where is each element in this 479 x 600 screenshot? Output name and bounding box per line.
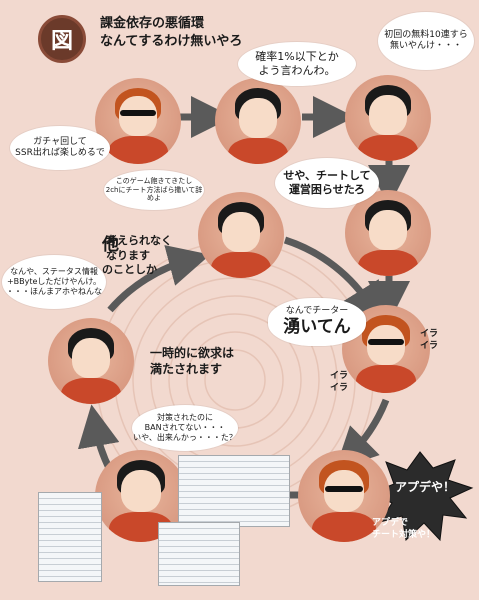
character-cheat-plan xyxy=(345,190,431,276)
character-satisfied xyxy=(48,318,134,404)
bubble-probability: 確率1%以下とか よう言わんわ。 xyxy=(238,42,356,86)
bubble-gacha: ガチャ回して SSR出れば楽しめるで xyxy=(10,126,110,170)
cycle-arc-left-top xyxy=(107,245,211,313)
bubble-cheater: なんでチーター 湧いてん xyxy=(268,298,366,346)
bubble-game-ripped: このゲーム飽きてきたし 2chにチート方法ばら撒いて辞めよ xyxy=(104,170,204,210)
update-fix-text: アプデで チート対策や！ xyxy=(372,518,436,540)
other-big-text: 他 xyxy=(102,234,119,255)
update-text: アプデや！ xyxy=(395,480,456,494)
pc-screen-left xyxy=(38,492,102,582)
satisfied-label: 一時的に欲求は 満たされます xyxy=(150,346,235,377)
character-update xyxy=(298,450,390,542)
badge-icon: 図 xyxy=(38,15,86,63)
bubble-cheat: せや、チートして 運営困らせたろ xyxy=(275,158,379,208)
cheater-small-text: なんでチーター xyxy=(285,305,349,316)
character-gacha xyxy=(95,78,181,164)
character-thinking xyxy=(198,192,284,278)
other-label: 他 のことしか xyxy=(102,212,157,278)
bubble-ban: 対策されたのに BANされてない・・・ いや、出来んかっ・・・た？ xyxy=(132,405,238,451)
explosion-burst-icon xyxy=(370,451,474,542)
other-rest-text: のことしか xyxy=(102,262,157,276)
bubble-free10: 初回の無料10連すら 無いやんけ・・・ xyxy=(378,12,474,70)
character-worried xyxy=(215,78,301,164)
pc-screen-center xyxy=(178,455,290,527)
pc-screen-bottom xyxy=(158,522,240,586)
ira-label-right: イラ イラ xyxy=(420,329,439,352)
cycle-arc-top-right xyxy=(283,236,384,326)
character-nofree xyxy=(345,75,431,161)
page-title: 課金依存の悪循環 なんてするわけ無いやろ xyxy=(100,16,243,49)
bubble-status-info: なんや、ステータス情報 +BByteしただけやんけ。 ・・・ほんまアホやねんな xyxy=(2,255,106,309)
cycle-arc-right-bottom xyxy=(335,398,390,470)
ira-label-left: イラ イラ xyxy=(330,371,349,394)
cheater-big-text: 湧いてん xyxy=(283,317,351,337)
other-line2: 考えられなく なります xyxy=(106,234,172,262)
